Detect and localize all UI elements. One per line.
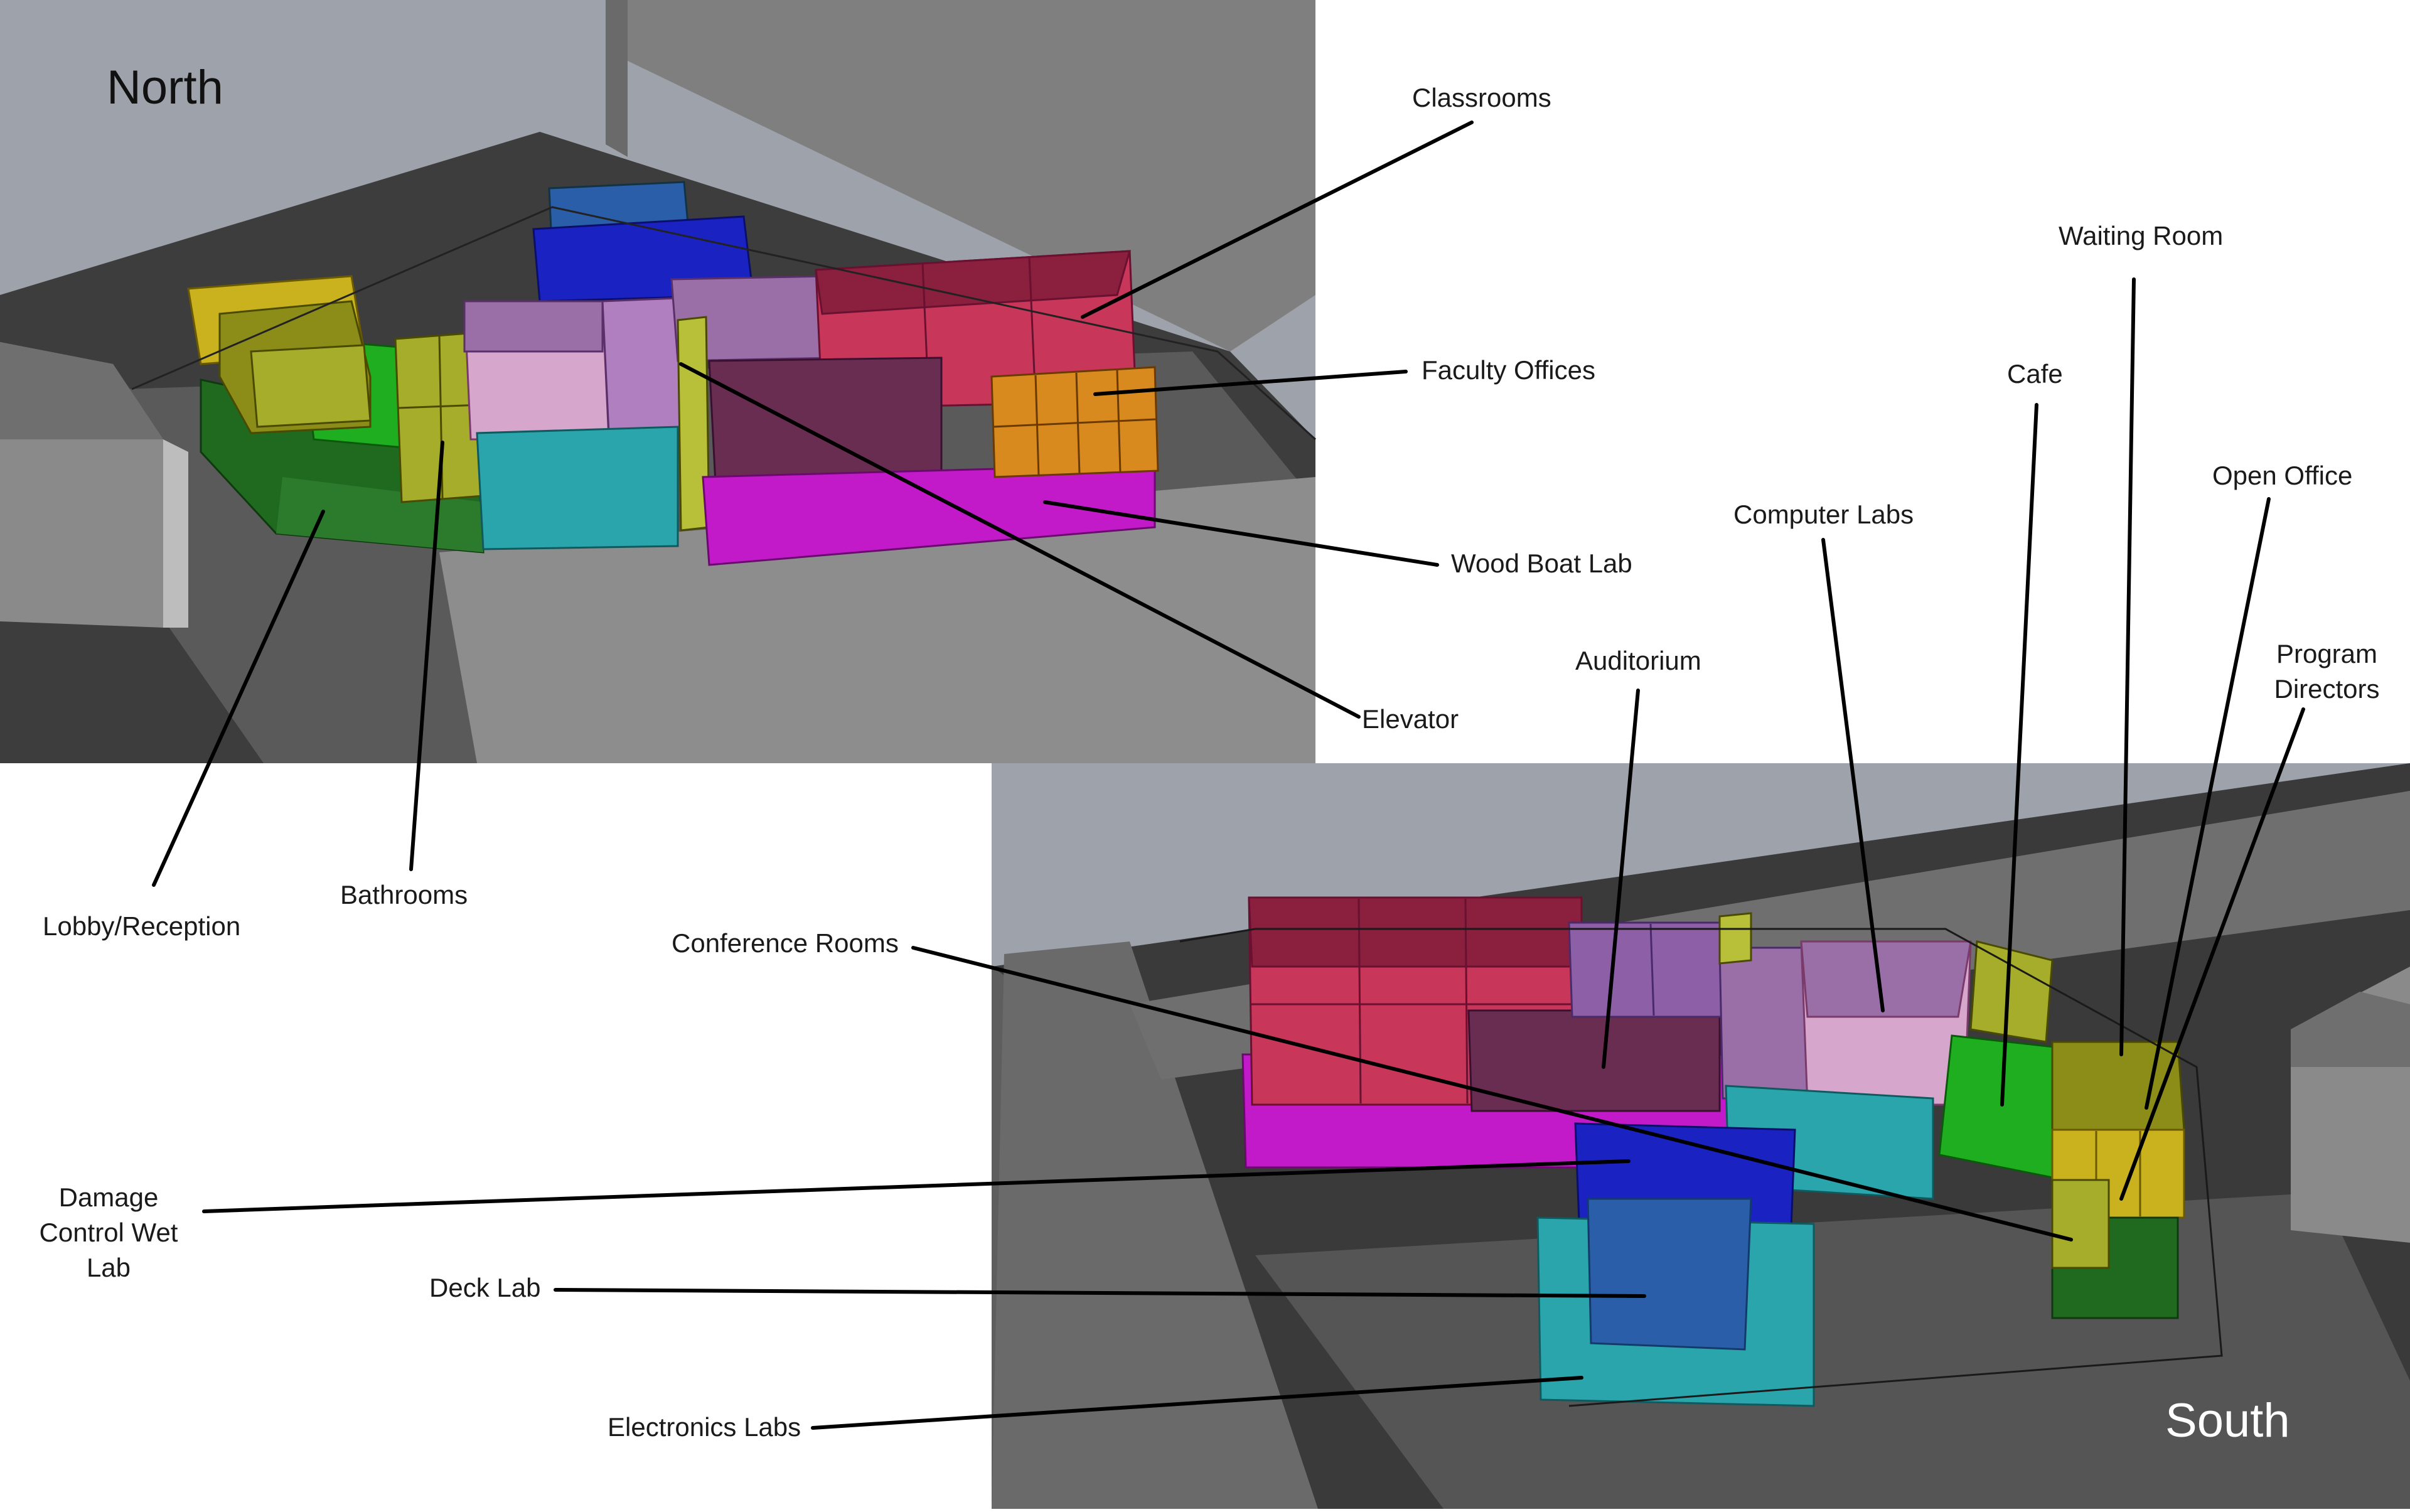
label-elevator: Elevator	[1362, 704, 1459, 734]
north-view-panel	[0, 0, 1317, 763]
label-deck-lab: Deck Lab	[429, 1273, 541, 1302]
label-lobby-reception: Lobby/Reception	[43, 911, 241, 941]
south-view-panel	[992, 763, 2410, 1509]
label-electronics-labs: Electronics Labs	[608, 1412, 801, 1442]
label-faculty-offices: Faculty Offices	[1422, 355, 1595, 385]
label-program-directors: Program Directors	[2274, 639, 2380, 704]
label-computer-labs: Computer Labs	[1733, 500, 1914, 529]
label-wood-boat-lab: Wood Boat Lab	[1451, 549, 1632, 578]
label-open-office: Open Office	[2212, 461, 2353, 490]
label-cafe: Cafe	[2007, 359, 2063, 389]
label-damage-control-wet-lab: Damage Control Wet Lab	[39, 1182, 178, 1282]
label-classrooms: Classrooms	[1412, 83, 1551, 112]
label-bathrooms: Bathrooms	[340, 880, 468, 909]
label-conference-rooms: Conference Rooms	[672, 928, 899, 958]
leader-lines	[152, 121, 2305, 1430]
label-auditorium: Auditorium	[1575, 646, 1701, 675]
north-view-title: North	[107, 61, 223, 114]
label-waiting-room: Waiting Room	[2059, 221, 2224, 250]
south-view-title: South	[2165, 1394, 2290, 1447]
